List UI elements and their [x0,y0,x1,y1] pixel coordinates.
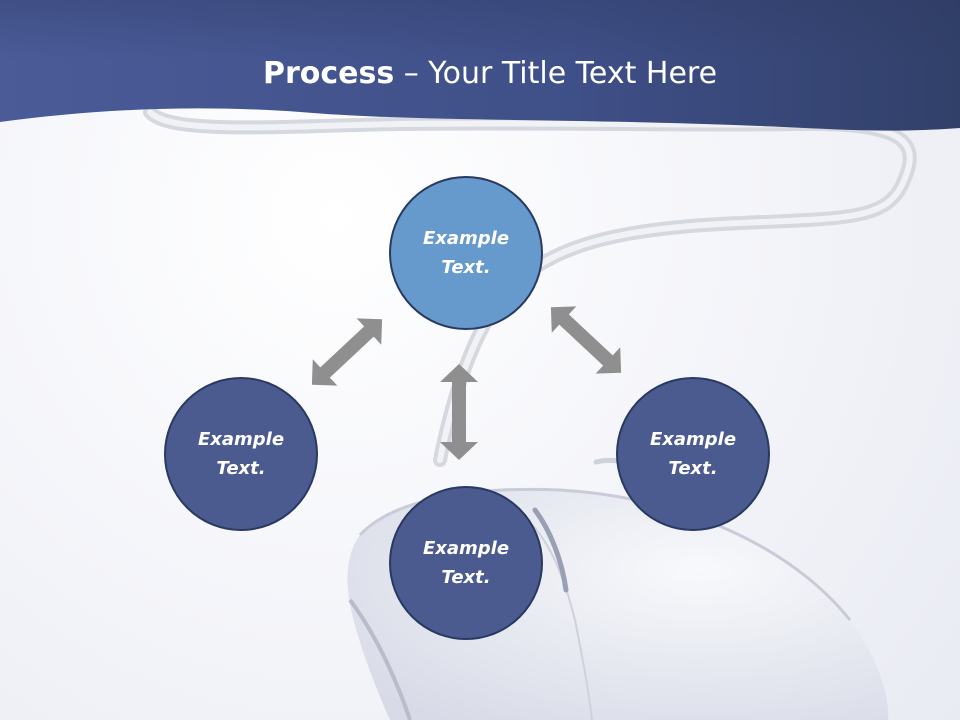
process-node-left: Example Text. [164,377,318,531]
process-node-top: Example Text. [389,176,543,330]
title-bold-part: Process [262,56,395,91]
slide-title: Process – Your Title Text Here [0,52,960,96]
process-node-bottom: Example Text. [389,486,543,640]
process-node-right: Example Text. [616,377,770,531]
title-rest-part: – Your Title Text Here [394,56,718,91]
